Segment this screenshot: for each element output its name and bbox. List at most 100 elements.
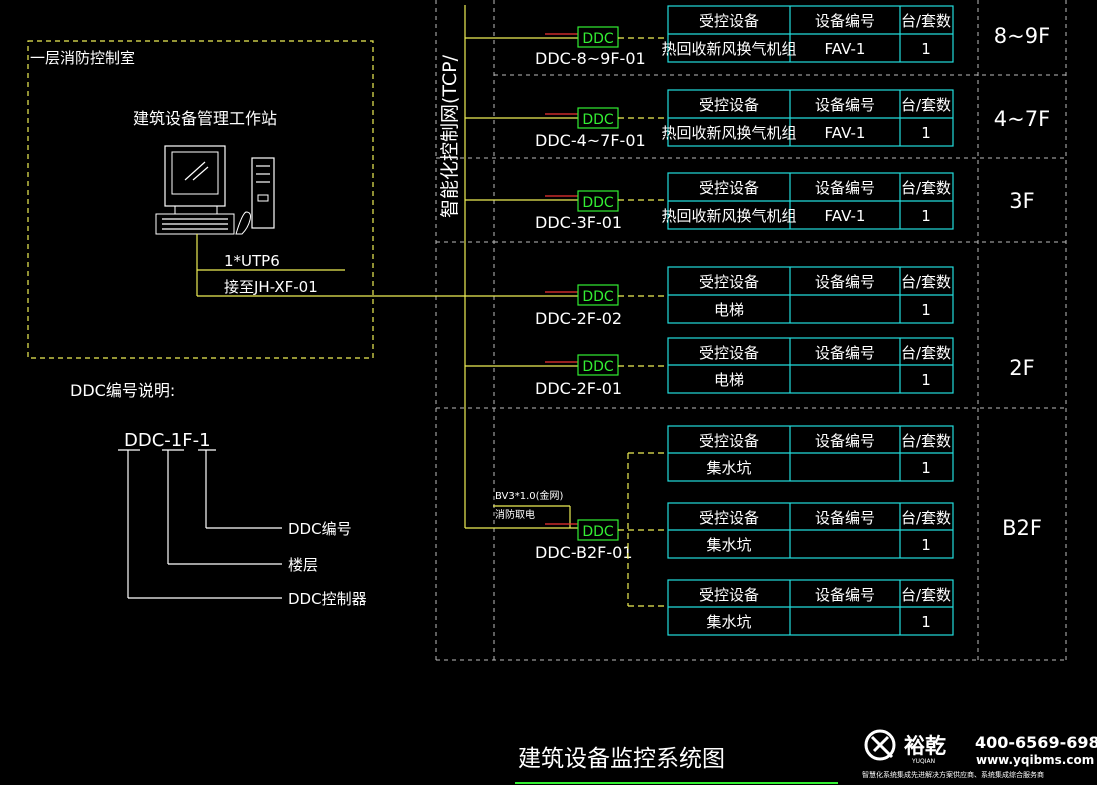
ddc-box-1[interactable]: DDC [577, 26, 619, 48]
svg-text:设备编号: 设备编号 [815, 273, 875, 291]
network-wiring [196, 5, 578, 529]
control-room-label: 一层消防控制室 [30, 49, 135, 67]
controller-id-5: DDC-2F-01 [535, 379, 622, 398]
device-table-4: 受控设备 设备编号 台/套数 电梯 1 [667, 266, 954, 324]
legend-item-controller: DDC控制器 [288, 590, 367, 608]
brand-logo [864, 729, 896, 761]
svg-text:DDC: DDC [582, 359, 614, 375]
device-table-5: 受控设备 设备编号 台/套数 电梯 1 [667, 337, 954, 394]
brand-website: www.yqibms.com [976, 753, 1094, 767]
controller-id-3: DDC-3F-01 [535, 213, 622, 232]
legend-item-ddc-number: DDC编号 [288, 520, 352, 538]
svg-text:电梯: 电梯 [714, 371, 744, 389]
ddc-table-links [618, 37, 668, 607]
brand-name: 裕乾 [904, 734, 946, 758]
svg-text:台/套数: 台/套数 [901, 273, 951, 291]
legend-leaders [118, 449, 282, 599]
svg-text:DDC: DDC [582, 31, 614, 47]
power-source-label: 消防取电 [495, 508, 535, 521]
computer-icon [155, 145, 275, 235]
device-table-b2f-2: 受控设备 设备编号 台/套数 集水坑 1 [667, 502, 954, 559]
brand-phone: 400-6569-698 [975, 733, 1097, 752]
svg-text:受控设备: 受控设备 [699, 344, 759, 362]
svg-text:受控设备: 受控设备 [699, 96, 759, 114]
svg-text:DDC: DDC [582, 112, 614, 128]
svg-text:1: 1 [921, 40, 931, 58]
svg-text:集水坑: 集水坑 [706, 459, 751, 477]
svg-text:1: 1 [921, 207, 931, 225]
floor-label-4-7f: 4~7F [994, 107, 1050, 131]
ddc-box-3[interactable]: DDC [577, 190, 619, 212]
floor-label-8-9f: 8~9F [994, 24, 1050, 48]
legend-item-floor: 楼层 [288, 556, 318, 574]
svg-text:台/套数: 台/套数 [901, 12, 951, 30]
svg-text:1: 1 [921, 371, 931, 389]
svg-text:设备编号: 设备编号 [815, 509, 875, 527]
svg-text:设备编号: 设备编号 [815, 96, 875, 114]
svg-text:设备编号: 设备编号 [815, 586, 875, 604]
svg-text:1: 1 [921, 536, 931, 554]
svg-text:电梯: 电梯 [714, 301, 744, 319]
svg-text:FAV-1: FAV-1 [825, 40, 866, 58]
floor-label-3f: 3F [1009, 189, 1034, 213]
brand-name-en: YUQIAN [911, 758, 935, 765]
power-cable-label: BV3*1.0(金网) [495, 489, 564, 502]
ddc-box-b2f[interactable]: DDC [577, 519, 619, 541]
controller-id-1: DDC-8~9F-01 [535, 49, 646, 68]
svg-text:热回收新风换气机组: 热回收新风换气机组 [661, 207, 796, 225]
svg-text:DDC: DDC [582, 289, 614, 305]
svg-text:台/套数: 台/套数 [901, 509, 951, 527]
device-table-1: 受控设备 设备编号 台/套数 热回收新风换气机组 FAV-1 1 [661, 5, 954, 63]
svg-text:设备编号: 设备编号 [815, 12, 875, 30]
svg-text:受控设备: 受控设备 [699, 509, 759, 527]
ddc-box-2[interactable]: DDC [577, 107, 619, 129]
workstation-label: 建筑设备管理工作站 [133, 109, 277, 128]
svg-text:受控设备: 受控设备 [699, 432, 759, 450]
svg-text:FAV-1: FAV-1 [825, 124, 866, 142]
svg-text:DDC: DDC [582, 195, 614, 211]
device-table-2: 受控设备 设备编号 台/套数 热回收新风换气机组 FAV-1 1 [661, 89, 954, 147]
svg-text:设备编号: 设备编号 [815, 344, 875, 362]
svg-text:1: 1 [921, 301, 931, 319]
svg-text:FAV-1: FAV-1 [825, 207, 866, 225]
network-label: 智能化控制网(TCP/ [439, 54, 461, 218]
svg-text:热回收新风换气机组: 热回收新风换气机组 [661, 40, 796, 58]
control-room-box [27, 40, 374, 359]
svg-text:台/套数: 台/套数 [901, 179, 951, 197]
svg-text:受控设备: 受控设备 [699, 179, 759, 197]
svg-text:DDC: DDC [582, 524, 614, 540]
controller-id-2: DDC-4~7F-01 [535, 131, 646, 150]
svg-text:集水坑: 集水坑 [706, 536, 751, 554]
controller-id-b2f: DDC-B2F-01 [535, 543, 633, 562]
cable-label: 1*UTP6 [224, 252, 280, 270]
svg-text:台/套数: 台/套数 [901, 96, 951, 114]
legend-title: DDC编号说明: [70, 381, 175, 400]
device-table-b2f-1: 受控设备 设备编号 台/套数 集水坑 1 [667, 425, 954, 482]
device-table-3: 受控设备 设备编号 台/套数 热回收新风换气机组 FAV-1 1 [661, 172, 954, 230]
svg-text:设备编号: 设备编号 [815, 432, 875, 450]
drawing-title: 建筑设备监控系统图 [518, 746, 725, 772]
ddc-box-5[interactable]: DDC [577, 354, 619, 376]
connect-label: 接至JH-XF-01 [224, 278, 318, 296]
device-table-b2f-3: 受控设备 设备编号 台/套数 集水坑 1 [667, 579, 954, 636]
svg-text:设备编号: 设备编号 [815, 179, 875, 197]
controller-id-4: DDC-2F-02 [535, 309, 622, 328]
floor-grid [435, 0, 1067, 661]
svg-text:集水坑: 集水坑 [706, 613, 751, 631]
brand-slogan: 智慧化系统集成先进解决方案供应商、系统集成综合服务商 [862, 770, 1044, 779]
svg-text:1: 1 [921, 124, 931, 142]
floor-label-2f: 2F [1009, 356, 1034, 380]
svg-text:台/套数: 台/套数 [901, 432, 951, 450]
ddc-box-4[interactable]: DDC [577, 284, 619, 306]
red-marks [545, 33, 578, 525]
svg-text:1: 1 [921, 613, 931, 631]
svg-text:1: 1 [921, 459, 931, 477]
svg-text:热回收新风换气机组: 热回收新风换气机组 [661, 124, 796, 142]
svg-text:受控设备: 受控设备 [699, 12, 759, 30]
svg-text:受控设备: 受控设备 [699, 586, 759, 604]
legend-example: DDC-1F-1 [124, 430, 211, 451]
svg-text:受控设备: 受控设备 [699, 273, 759, 291]
svg-text:台/套数: 台/套数 [901, 586, 951, 604]
svg-text:台/套数: 台/套数 [901, 344, 951, 362]
